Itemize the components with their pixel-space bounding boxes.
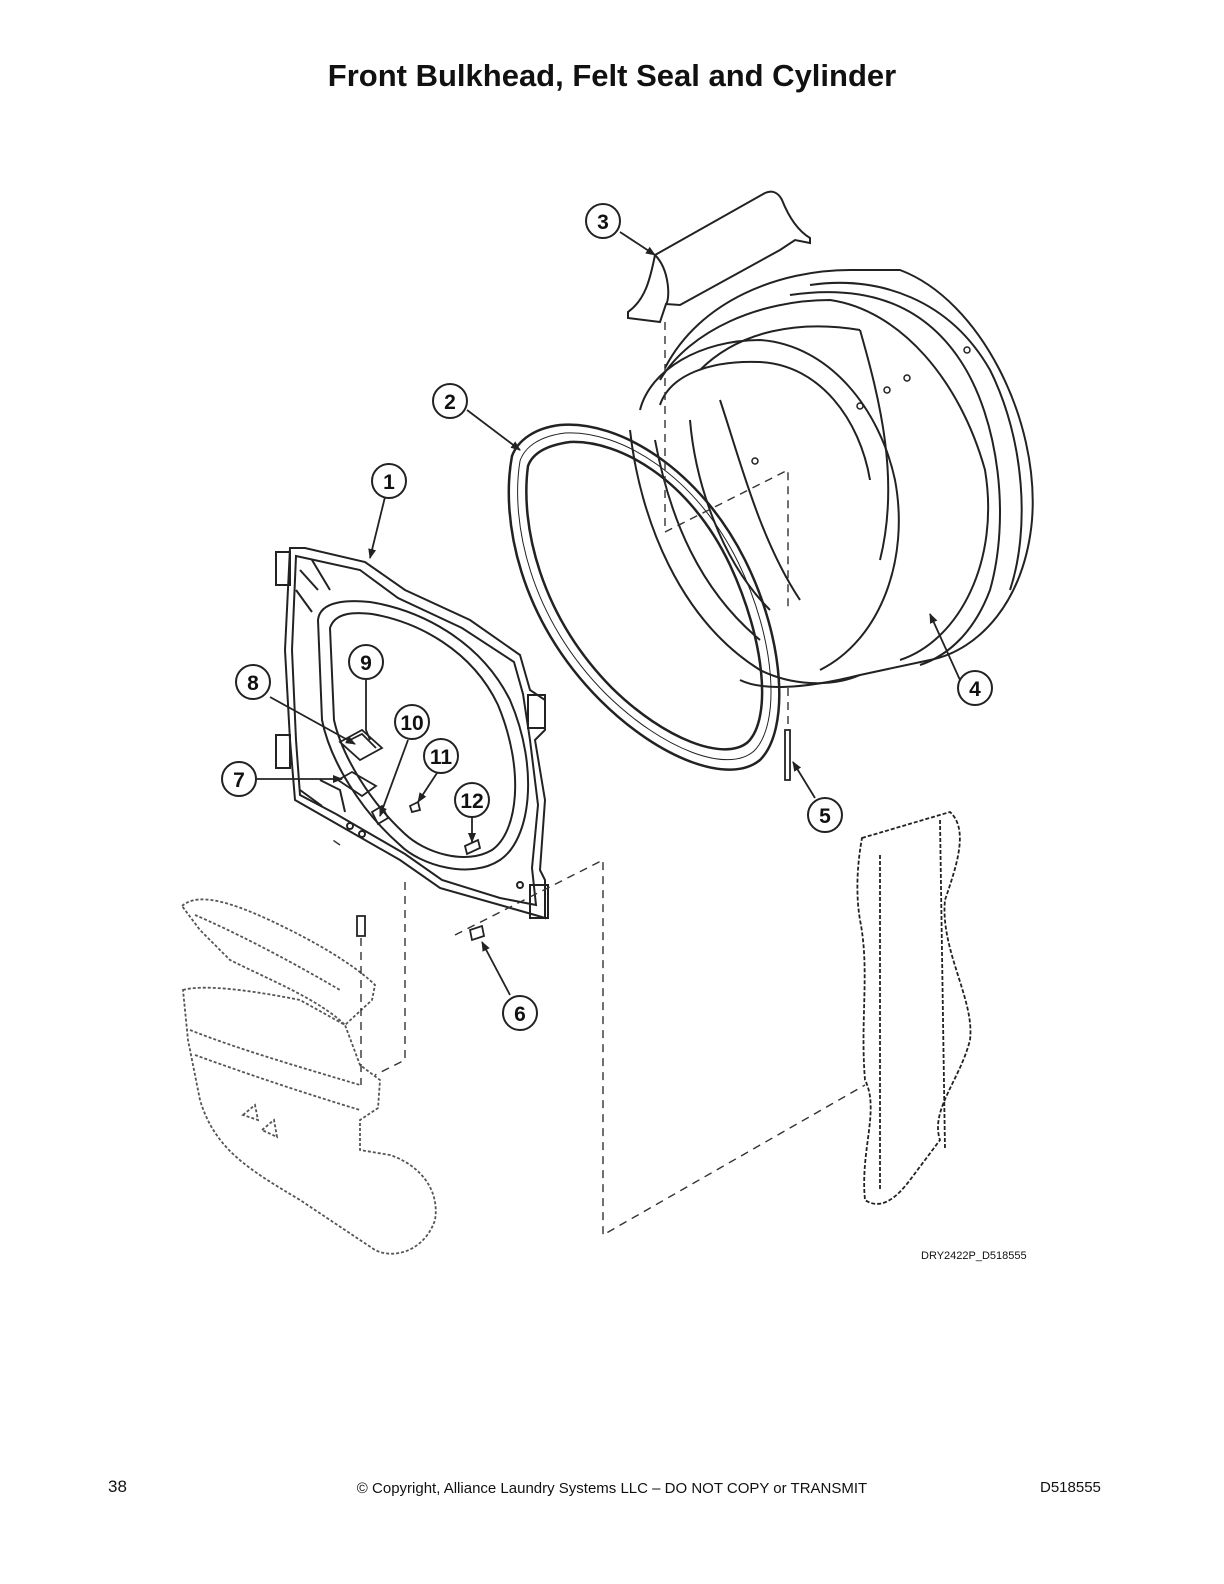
leader-8 <box>269 696 356 745</box>
leader-11 <box>417 772 438 803</box>
callout-1-label: 1 <box>383 471 395 494</box>
copyright-notice: © Copyright, Alliance Laundry Systems LL… <box>356 1480 868 1497</box>
leader-lines <box>257 231 961 996</box>
callout-9: 9 <box>348 644 384 680</box>
callout-6-label: 6 <box>514 1003 526 1026</box>
page-title: Front Bulkhead, Felt Seal and Cylinder <box>327 58 897 93</box>
figure-code: DRY2422P_D518555 <box>921 1250 1027 1262</box>
leader-5 <box>792 761 816 799</box>
small-parts-drawing <box>336 728 791 942</box>
cylinder-holes <box>751 346 971 465</box>
leader-2 <box>466 409 521 451</box>
cylinder-drawing <box>629 269 1034 688</box>
callout-4: 4 <box>957 670 993 706</box>
callout-4-label: 4 <box>969 678 981 701</box>
callout-10: 10 <box>394 704 430 740</box>
callout-9-label: 9 <box>360 652 372 675</box>
lint-housing-drawing <box>180 898 437 1255</box>
callout-5: 5 <box>807 797 843 833</box>
callout-7: 7 <box>221 761 257 797</box>
page-number: 38 <box>108 1477 127 1496</box>
felt-seal-drawing <box>507 423 781 771</box>
callout-10-label: 10 <box>400 712 423 735</box>
callout-1: 1 <box>371 463 407 499</box>
callout-8-label: 8 <box>247 672 259 695</box>
callouts: 1 2 3 4 5 6 7 8 9 10 11 12 <box>221 203 993 1031</box>
leader-1 <box>368 496 386 559</box>
callout-3-label: 3 <box>597 211 609 234</box>
document-number: D518555 <box>1040 1479 1101 1496</box>
leader-10 <box>379 739 409 817</box>
leader-9 <box>365 680 371 741</box>
leader-4 <box>929 613 961 681</box>
front-panel-drawing <box>856 810 972 1205</box>
callout-6: 6 <box>502 995 538 1031</box>
callout-12-label: 12 <box>460 790 483 813</box>
callout-3: 3 <box>585 203 621 239</box>
callout-2: 2 <box>432 383 468 419</box>
assembly-guides <box>329 322 866 1237</box>
callout-11: 11 <box>423 738 459 774</box>
leader-6 <box>481 941 511 996</box>
callout-7-label: 7 <box>233 769 245 792</box>
baffle-drawing <box>627 190 811 324</box>
callout-11-label: 11 <box>430 746 453 769</box>
callout-12: 12 <box>454 782 490 818</box>
callout-2-label: 2 <box>444 391 456 414</box>
leader-3 <box>619 231 656 256</box>
callout-5-label: 5 <box>819 805 831 828</box>
callout-8: 8 <box>235 664 271 700</box>
